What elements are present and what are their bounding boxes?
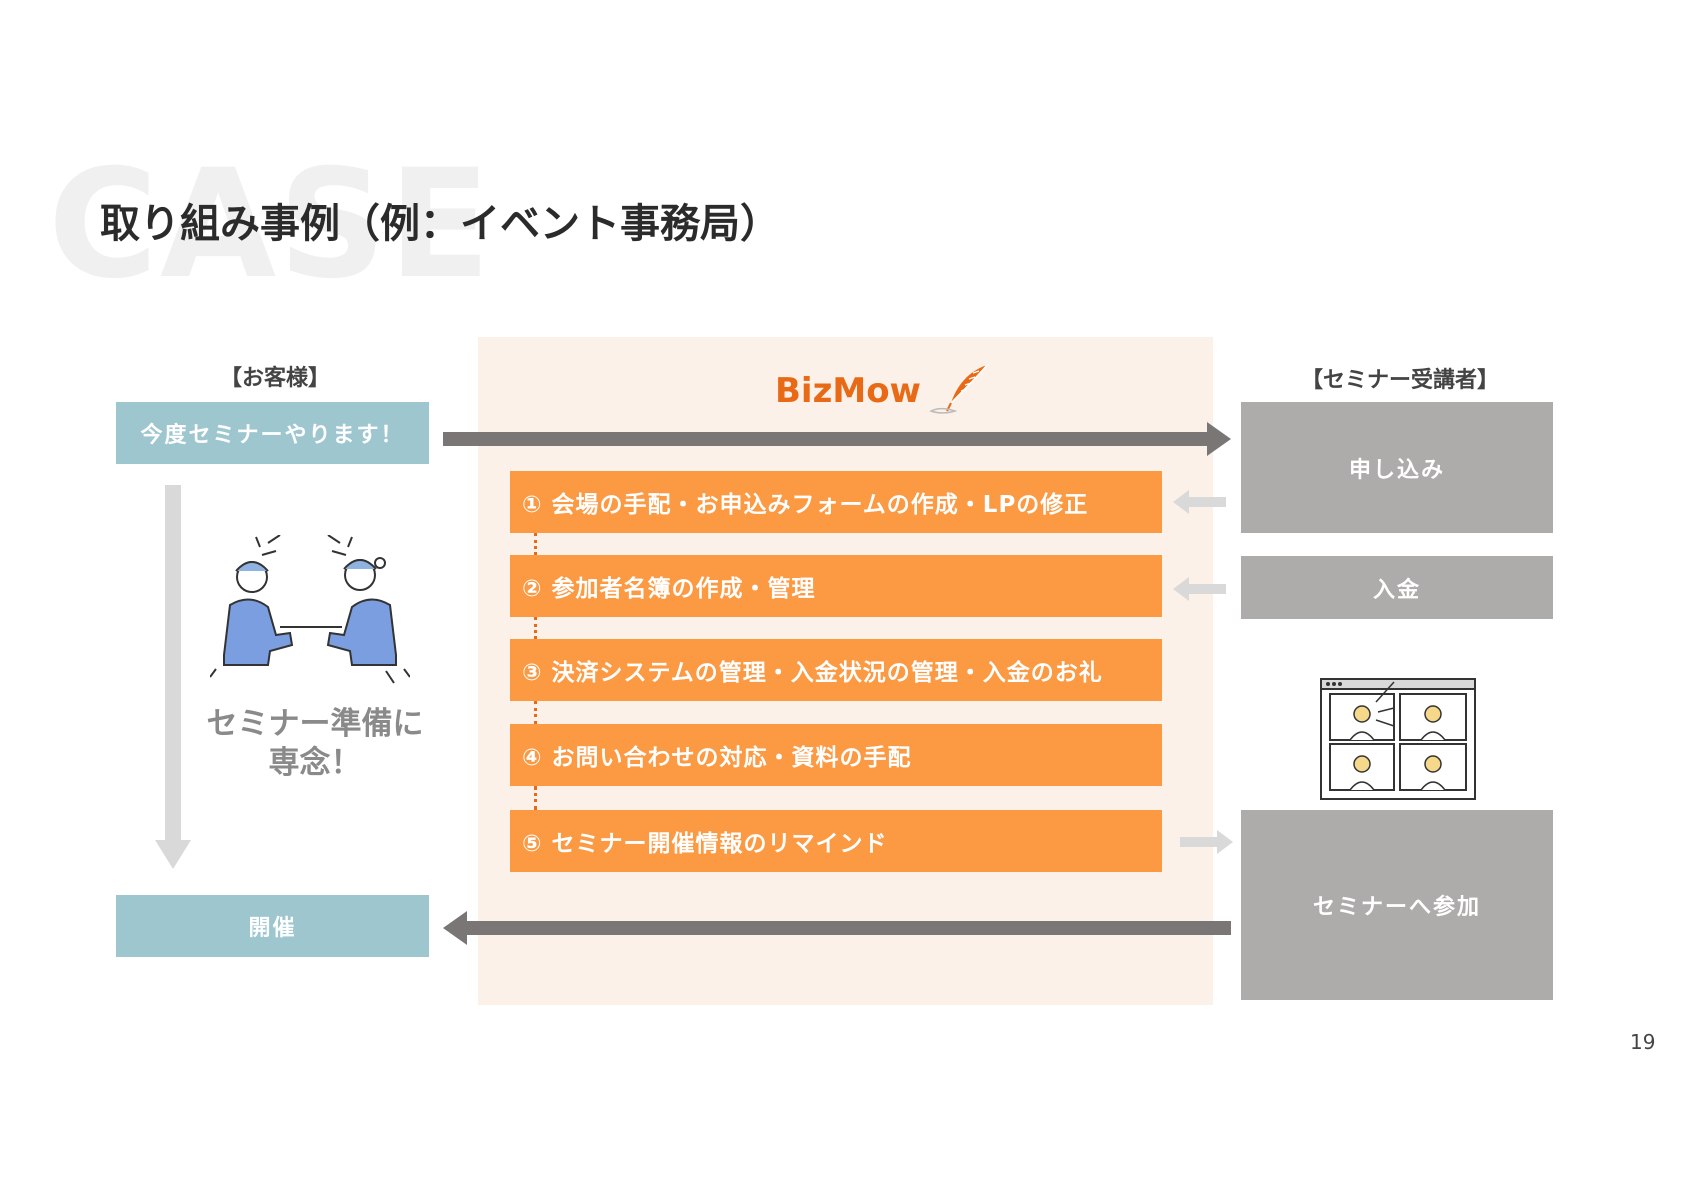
payment-box: 入金 xyxy=(1241,556,1553,619)
page-number: 19 xyxy=(1630,1030,1655,1054)
step-5: ⑤ セミナー開催情報のリマインド xyxy=(510,810,1162,872)
payment-arrow-left xyxy=(1173,577,1226,601)
focus-line-1: セミナー準備に xyxy=(195,705,435,744)
request-arrow-right xyxy=(443,422,1231,456)
step-4: ④ お問い合わせの対応・資料の手配 xyxy=(510,724,1162,786)
bizmow-logo-text: BizMow xyxy=(775,371,921,411)
step-connector xyxy=(534,617,537,639)
focus-line-2: 専念！ xyxy=(195,744,435,783)
held-box: 開催 xyxy=(116,895,429,957)
customer-label: 【お客様】 xyxy=(195,360,355,392)
meeting-people-illustration xyxy=(210,535,410,689)
step-connector xyxy=(534,701,537,724)
feather-pen-icon xyxy=(929,363,995,419)
step-3: ③ 決済システムの管理・入金状況の管理・入金のお礼 xyxy=(510,639,1162,701)
apply-arrow-left xyxy=(1173,490,1226,514)
step-2: ② 参加者名簿の作成・管理 xyxy=(510,555,1162,617)
video-call-illustration xyxy=(1320,678,1476,804)
focus-message: セミナー準備に 専念！ xyxy=(195,705,435,783)
step-connector xyxy=(534,786,537,810)
announce-box: 今度セミナーやります！ xyxy=(116,402,429,464)
page-title: 取り組み事例（例：イベント事務局） xyxy=(100,202,780,246)
bizmow-logo: BizMow xyxy=(775,363,995,419)
step-connector xyxy=(534,533,537,555)
apply-box: 申し込み xyxy=(1241,402,1553,533)
held-arrow-left xyxy=(443,911,1231,945)
attend-box: セミナーへ参加 xyxy=(1241,810,1553,1000)
timeline-down-arrow xyxy=(155,485,191,870)
attendees-label: 【セミナー受講者】 xyxy=(1285,362,1515,394)
remind-arrow-right xyxy=(1180,830,1233,854)
step-1: ① 会場の手配・お申込みフォームの作成・LPの修正 xyxy=(510,471,1162,533)
